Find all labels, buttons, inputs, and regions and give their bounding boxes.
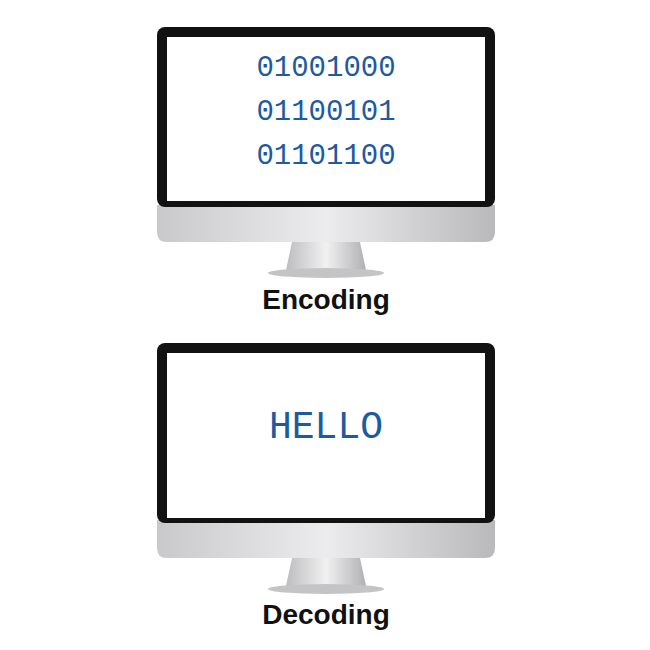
monitor-bezel (157, 27, 495, 207)
caption-label: Encoding (157, 283, 495, 317)
monitor-base (268, 584, 384, 594)
encoding-monitor: 01001000 01100101 01101100Encoding (157, 27, 495, 322)
monitor (157, 27, 495, 278)
monitor-base (268, 268, 384, 278)
binary-code: 01001000 (157, 52, 495, 86)
monitor-chin (157, 520, 495, 558)
binary-code: 01100101 (157, 96, 495, 130)
decoded-word: HELLO (157, 406, 495, 450)
monitor (157, 343, 495, 594)
binary-code: 01101100 (157, 140, 495, 174)
monitor-stand (286, 558, 366, 586)
monitor-stand (286, 242, 366, 270)
decoding-monitor: HELLO Decoding (157, 343, 495, 638)
monitor-bezel (157, 343, 495, 523)
monitor-chin (157, 205, 495, 242)
caption-label: Decoding (157, 598, 495, 632)
